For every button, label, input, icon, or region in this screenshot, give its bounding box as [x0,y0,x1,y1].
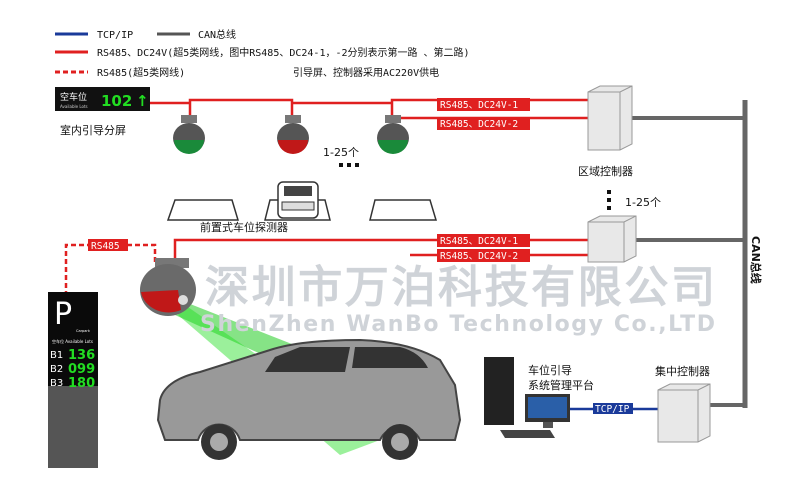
svg-text:B1: B1 [50,350,63,361]
outdoor-guide-panel: P Carpark 空车位 Available Lots B1 136 B2 0… [48,292,98,468]
ceiling-detector [377,115,409,154]
svg-text:B3: B3 [50,378,63,389]
line-label-rs485: RS485 [91,241,120,252]
line-label-bot-1: RS485、DC24V-1 [440,236,518,247]
zone-controller-2 [587,215,637,263]
svg-text:102: 102 [101,92,132,110]
svg-text:099: 099 [68,362,95,377]
detector-label: 前置式车位探测器 [200,220,288,234]
platform-label-1: 车位引导 [528,363,572,377]
zone-controller-1 [587,85,633,151]
watermark-en: ShenZhen WanBo Technology Co.,LTD [200,312,715,337]
svg-text:136: 136 [68,348,95,363]
zone-controller-label: 区域控制器 [578,164,633,178]
legend-can: CAN总线 [198,28,236,41]
watermark-cn: 深圳市万泊科技有限公司 [205,262,715,313]
detector-count-right: 1-25个 [625,196,661,209]
svg-text:↑: ↑ [136,92,149,110]
svg-text:空车位 Available Lots: 空车位 Available Lots [52,338,93,344]
svg-text:Available Lots: Available Lots [60,104,88,109]
indoor-screen-label: 室内引导分屏 [60,123,126,137]
ceiling-detector [173,115,205,154]
platform-label-2: 系统管理平台 [528,378,594,392]
legend-rs485-dc24: RS485、DC24V(超5类网线，图中RS485、DC24-1，-2分别表示第… [97,46,470,59]
can-bus-label: CAN总线 [749,236,763,284]
svg-text:180: 180 [68,376,95,391]
indoor-guide-screen: 空车位 Available Lots 102 ↑ [55,87,150,111]
front-detector [140,258,196,316]
svg-text:Carpark: Carpark [76,329,91,333]
detector-count-top: 1-25个 [323,146,359,159]
line-label-tcpip: TCP/IP [595,404,630,415]
line-label-top-2: RS485、DC24V-2 [440,119,518,130]
ceiling-detector [277,115,309,154]
svg-text:空车位: 空车位 [60,91,87,103]
management-computer [484,357,570,438]
line-label-bot-2: RS485、DC24V-2 [440,251,518,262]
central-controller [657,383,711,443]
central-controller-label: 集中控制器 [655,364,710,378]
vertical-dots [607,190,611,210]
line-label-top-1: RS485、DC24V-1 [440,100,518,111]
legend-tcpip: TCP/IP [97,30,133,41]
svg-text:P: P [54,297,72,332]
ellipsis-dots [339,163,359,167]
car-top-view [277,181,319,219]
svg-text:B2: B2 [50,364,63,375]
legend-rs485: RS485(超5类网线) [97,66,185,79]
power-note: 引导屏、控制器采用AC220V供电 [293,66,439,79]
